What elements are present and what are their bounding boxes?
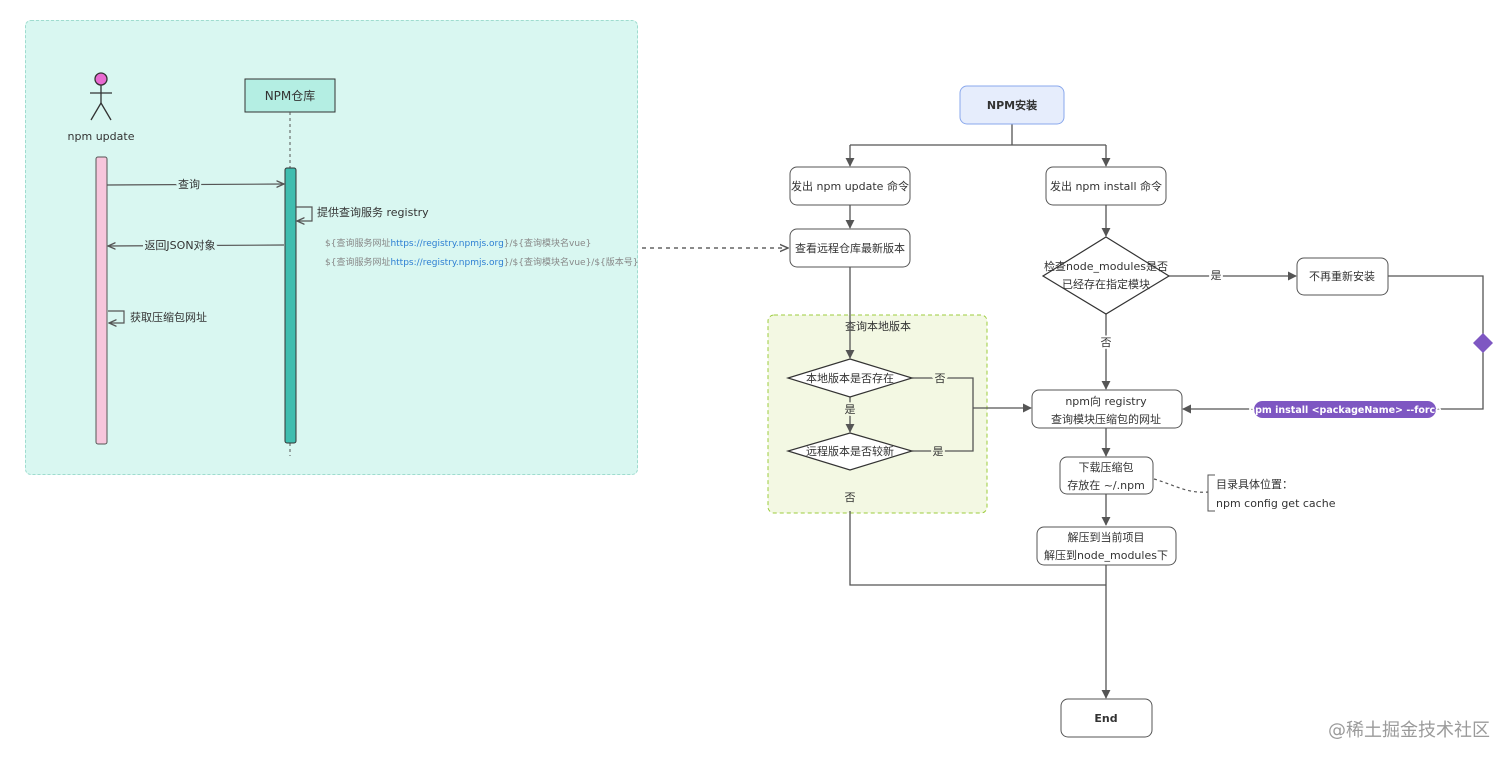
local-exists-no-label: 否 xyxy=(935,372,946,385)
note-bracket xyxy=(1207,474,1215,512)
download-label-1: 下载压缩包 xyxy=(1079,461,1134,474)
update-command-label: 发出 npm update 命令 xyxy=(791,179,909,193)
local-exists-decision xyxy=(785,358,915,398)
start-node xyxy=(959,85,1065,125)
local-exists-yes-label: 是 xyxy=(845,403,856,416)
actor-figure xyxy=(90,72,112,121)
force-install-label: npm install <packageName> --force xyxy=(1248,405,1441,416)
local-version-group xyxy=(767,314,988,514)
no-reinstall-node xyxy=(1296,257,1389,296)
registry-url-link-1[interactable]: https://registry.npmjs.org xyxy=(390,239,503,249)
provide-message-label: 提供查询服务 registry xyxy=(317,205,429,219)
actor-label: npm update xyxy=(68,130,135,143)
check-modules-label-1: 检查node_modules是否 xyxy=(1044,259,1168,273)
check-modules-decision xyxy=(1041,236,1171,315)
install-command-label: 发出 npm install 命令 xyxy=(1050,179,1162,193)
extract-label-1: 解压到当前项目 xyxy=(1068,530,1145,544)
start-node-label: NPM安装 xyxy=(987,98,1037,112)
url-template-2: ${查询服务网址https://registry.npmjs.org}/${查询… xyxy=(325,256,639,268)
remote-newer-label: 远程版本是否较新 xyxy=(806,444,894,458)
registry-url-link-2[interactable]: https://registry.npmjs.org xyxy=(390,258,503,268)
registry-query-label-1: npm向 registry xyxy=(1065,394,1147,408)
actor-activation-bar xyxy=(95,156,108,445)
check-yes-label: 是 xyxy=(1211,269,1222,282)
extract-node xyxy=(1036,526,1177,566)
remote-newer-yes-label: 是 xyxy=(933,445,944,458)
remote-newer-decision xyxy=(785,432,915,471)
provide-self-arrow xyxy=(296,206,313,221)
check-no-label: 否 xyxy=(1101,336,1112,349)
end-node xyxy=(1060,698,1153,738)
fetch-message-label: 获取压缩包网址 xyxy=(130,310,207,324)
cache-note-line-2: npm config get cache xyxy=(1216,497,1336,510)
registry-participant-box xyxy=(244,78,336,113)
force-install-badge xyxy=(1254,401,1436,418)
download-node xyxy=(1059,456,1154,495)
no-reinstall-label: 不再重新安装 xyxy=(1309,269,1375,283)
query-message-arrow xyxy=(106,184,284,185)
local-group-title: 查询本地版本 xyxy=(845,319,911,333)
registry-query-node xyxy=(1031,389,1183,429)
local-exists-label: 本地版本是否存在 xyxy=(806,371,894,385)
registry-participant-label: NPM仓库 xyxy=(265,88,316,103)
remote-newer-no-label: 否 xyxy=(845,491,856,504)
cache-note-line-1: 目录具体位置： xyxy=(1216,477,1293,491)
fetch-self-arrow xyxy=(108,310,125,323)
extract-label-2: 解压到node_modules下 xyxy=(1044,548,1168,562)
install-command-node xyxy=(1045,166,1167,206)
view-latest-node xyxy=(789,228,911,268)
download-label-2: 存放在 ~/.npm xyxy=(1067,478,1145,492)
force-junction-diamond xyxy=(1473,333,1493,353)
url-template-1: ${查询服务网址https://registry.npmjs.org}/${查询… xyxy=(325,237,591,249)
end-node-label: End xyxy=(1094,712,1117,725)
return-message-arrow xyxy=(108,245,285,246)
view-latest-label: 查看远程仓库最新版本 xyxy=(795,241,905,255)
note-connector xyxy=(1153,478,1209,493)
return-message-label: 返回JSON对象 xyxy=(144,238,215,252)
query-message-label: 查询 xyxy=(178,177,200,191)
check-modules-label-2: 已经存在指定模块 xyxy=(1062,277,1150,291)
update-command-node xyxy=(789,166,911,206)
registry-activation-bar xyxy=(284,167,297,444)
watermark: @稀土掘金技术社区 xyxy=(1328,720,1490,741)
registry-query-label-2: 查询模块压缩包的网址 xyxy=(1051,412,1161,426)
